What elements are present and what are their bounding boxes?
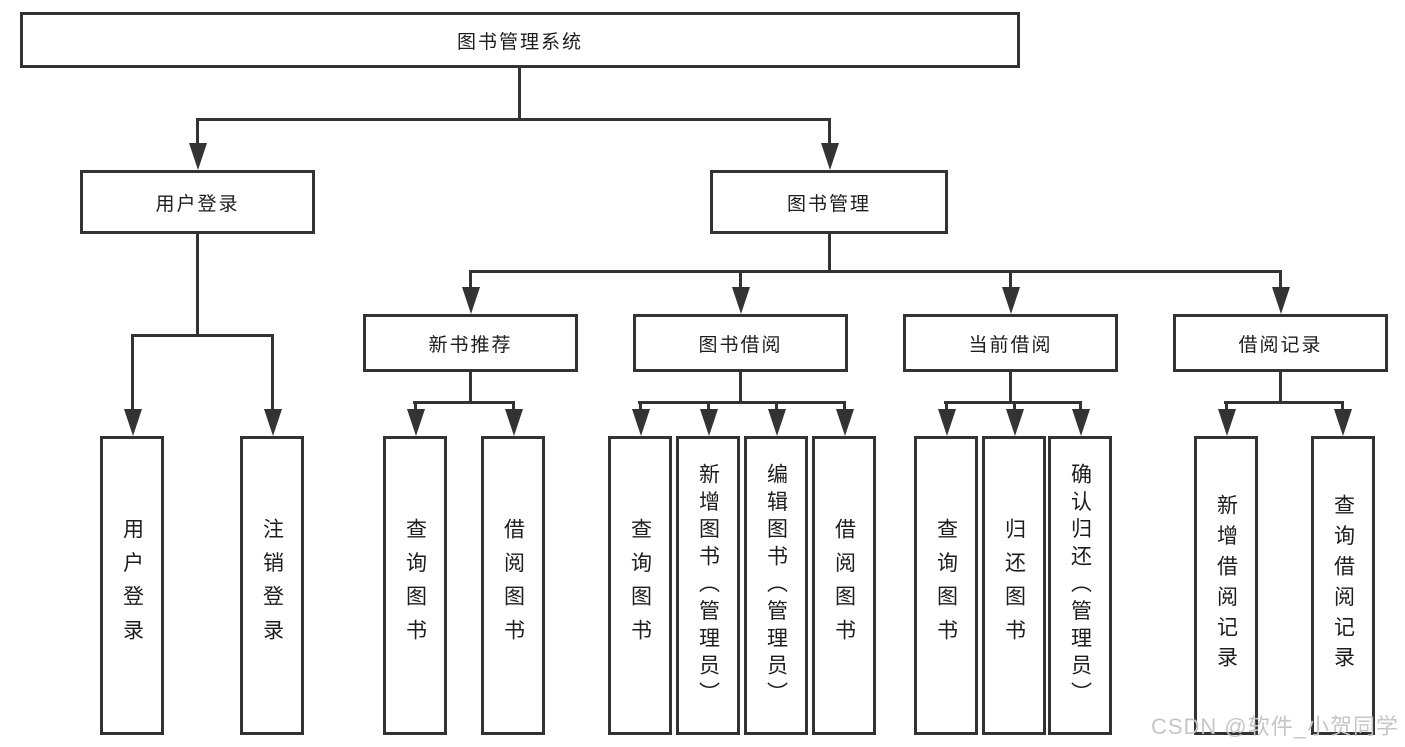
- connector-stub-current-query: [945, 401, 948, 413]
- connector-stub-user-login: [196, 118, 199, 146]
- leaf-current-return-label: 归还图书: [1002, 518, 1026, 653]
- arrowhead-record-add: [1218, 409, 1236, 436]
- connector-newbook-vline: [469, 372, 472, 404]
- leaf-current-confirm-admin: 确认归还（管理员）: [1048, 436, 1112, 735]
- leaf-borrow-edit-admin-label: 编辑图书（管理员）: [764, 462, 788, 709]
- connector-stub-record-query: [1341, 401, 1344, 413]
- node-user-login-label: 用户登录: [155, 193, 240, 215]
- leaf-borrow-query: 查询图书: [608, 436, 672, 735]
- leaf-user-login: 用户登录: [100, 436, 164, 735]
- connector-record-hbar: [1224, 401, 1344, 404]
- node-book-borrow: 图书借阅: [633, 314, 848, 372]
- leaf-current-confirm-admin-label: 确认归还（管理员）: [1068, 462, 1092, 709]
- connector-stub-borrow-edit: [775, 401, 778, 413]
- arrowhead-newbook-query: [407, 409, 425, 436]
- connector-current-vline: [1009, 372, 1012, 404]
- arrowhead-current-borrow: [1002, 287, 1020, 314]
- leaf-current-query: 查询图书: [914, 436, 978, 735]
- connector-stub-borrow-query: [639, 401, 642, 413]
- connector-stub-borrow-borrow: [843, 401, 846, 413]
- leaf-newbook-query-label: 查询图书: [403, 518, 427, 653]
- leaf-record-add-label: 新增借阅记录: [1214, 494, 1238, 677]
- connector-level2-hbar: [196, 118, 831, 121]
- arrowhead-current-return: [1006, 409, 1024, 436]
- leaf-borrow-borrow-label: 借阅图书: [832, 518, 856, 653]
- arrowhead-leaf-user-login: [124, 409, 142, 436]
- connector-stub-borrow-add: [707, 401, 710, 413]
- arrowhead-leaf-logout: [264, 409, 282, 436]
- connector-user-vline: [196, 234, 199, 337]
- connector-book-vline: [828, 234, 831, 273]
- leaf-newbook-query: 查询图书: [383, 436, 447, 735]
- node-book-mgmt: 图书管理: [710, 170, 948, 234]
- connector-stub-leaf-user-login: [131, 334, 134, 413]
- watermark: CSDN @软件_小贺同学: [1150, 714, 1399, 739]
- node-borrow-record: 借阅记录: [1173, 314, 1388, 372]
- connector-stub-newbook-borrow: [512, 401, 515, 413]
- node-root: 图书管理系统: [20, 12, 1020, 68]
- leaf-current-return: 归还图书: [982, 436, 1046, 735]
- node-book-mgmt-label: 图书管理: [786, 193, 871, 215]
- leaf-borrow-add-admin: 新增图书（管理员）: [676, 436, 740, 735]
- connector-newbook-hbar: [413, 401, 515, 404]
- leaf-newbook-borrow: 借阅图书: [481, 436, 545, 735]
- leaf-borrow-edit-admin: 编辑图书（管理员）: [744, 436, 808, 735]
- leaf-borrow-borrow: 借阅图书: [812, 436, 876, 735]
- leaf-current-query-label: 查询图书: [934, 518, 958, 653]
- leaf-borrow-add-admin-label: 新增图书（管理员）: [696, 462, 720, 709]
- arrowhead-borrow-edit: [768, 409, 786, 436]
- leaf-record-query: 查询借阅记录: [1311, 436, 1375, 735]
- arrowhead-new-book: [462, 287, 480, 314]
- connector-stub-book-mgmt: [828, 118, 831, 146]
- connector-stub-new-book: [469, 270, 472, 290]
- node-current-borrow-label: 当前借阅: [968, 334, 1053, 356]
- arrowhead-current-confirm: [1072, 409, 1090, 436]
- connector-bookborrow-vline: [739, 372, 742, 404]
- connector-stub-current-return: [1013, 401, 1016, 413]
- node-root-label: 图书管理系统: [456, 31, 583, 53]
- connector-stub-record-add: [1225, 401, 1228, 413]
- connector-stub-current-borrow: [1009, 270, 1012, 290]
- arrowhead-borrow-query: [632, 409, 650, 436]
- arrowhead-borrow-add: [700, 409, 718, 436]
- connector-stub-book-borrow: [739, 270, 742, 290]
- connector-stub-borrow-record: [1279, 270, 1282, 290]
- leaf-logout: 注销登录: [240, 436, 304, 735]
- leaf-newbook-borrow-label: 借阅图书: [501, 518, 525, 653]
- node-new-book: 新书推荐: [363, 314, 578, 372]
- node-user-login: 用户登录: [80, 170, 315, 234]
- leaf-borrow-query-label: 查询图书: [628, 518, 652, 653]
- arrowhead-book-mgmt: [821, 143, 839, 170]
- arrowhead-record-query: [1334, 409, 1352, 436]
- connector-root-trunk: [518, 68, 521, 121]
- connector-stub-leaf-logout: [271, 334, 274, 413]
- connector-user-hbar: [131, 334, 274, 337]
- connector-stub-newbook-query: [414, 401, 417, 413]
- arrowhead-borrow-borrow: [836, 409, 854, 436]
- arrowhead-user-login: [189, 143, 207, 170]
- node-book-borrow-label: 图书借阅: [698, 334, 783, 356]
- arrowhead-borrow-record: [1272, 287, 1290, 314]
- connector-bookborrow-hbar: [638, 401, 846, 404]
- connector-stub-current-confirm: [1079, 401, 1082, 413]
- leaf-record-add: 新增借阅记录: [1194, 436, 1258, 735]
- leaf-logout-label: 注销登录: [260, 518, 284, 653]
- connector-record-vline: [1279, 372, 1282, 404]
- leaf-record-query-label: 查询借阅记录: [1331, 494, 1355, 677]
- leaf-user-login-label: 用户登录: [120, 518, 144, 653]
- node-borrow-record-label: 借阅记录: [1238, 334, 1323, 356]
- node-new-book-label: 新书推荐: [428, 334, 513, 356]
- arrowhead-current-query: [938, 409, 956, 436]
- arrowhead-book-borrow: [732, 287, 750, 314]
- arrowhead-newbook-borrow: [505, 409, 523, 436]
- connector-level3-hbar: [469, 270, 1282, 273]
- node-current-borrow: 当前借阅: [903, 314, 1118, 372]
